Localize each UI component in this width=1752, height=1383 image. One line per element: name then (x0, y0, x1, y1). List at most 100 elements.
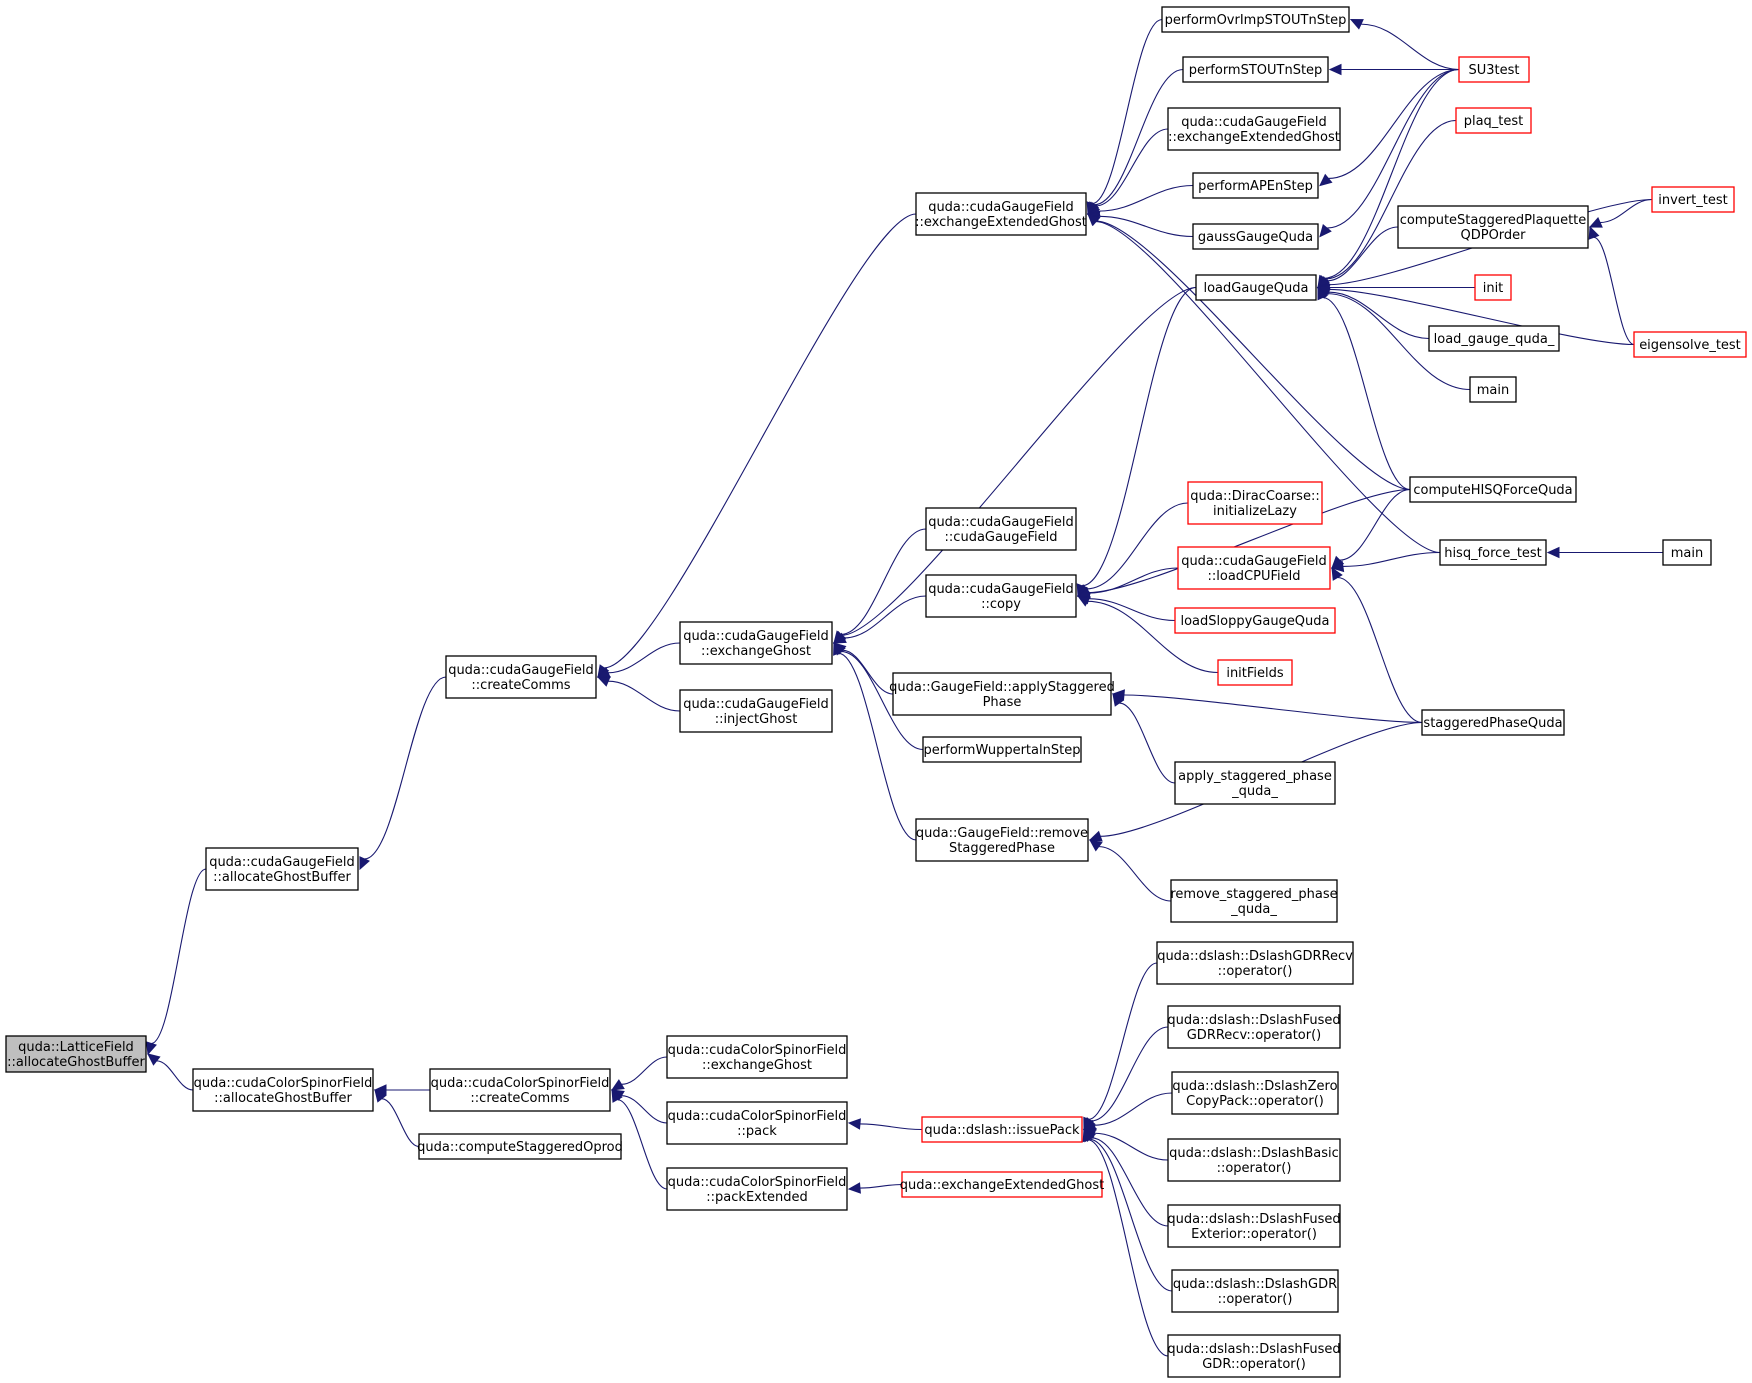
node-load_gauge_quda_[interactable]: load_gauge_quda_ (1428, 325, 1560, 352)
node-label-line: ::exchangeExtendedGhost (1168, 130, 1340, 145)
node-ccsf_createComms[interactable]: quda::cudaColorSpinorField::createComms (429, 1068, 611, 1112)
node-box (922, 736, 1082, 763)
node-performWuppertalnStep[interactable]: performWuppertalnStep (922, 736, 1082, 763)
node-cgf_loadCPUField[interactable]: quda::cudaGaugeField::loadCPUField (1177, 546, 1331, 590)
edge-computeHISQForceQuda-to-loadGaugeQuda (1317, 286, 1411, 491)
node-invert_test[interactable]: invert_test (1651, 186, 1735, 213)
node-main1[interactable]: main (1469, 376, 1517, 403)
node-cgf_exchangeGhost[interactable]: quda::cudaGaugeField::exchangeGhost (679, 621, 833, 665)
node-eigensolve_test[interactable]: eigensolve_test (1633, 331, 1747, 358)
node-box (1662, 539, 1712, 566)
node-label-line: main (1477, 383, 1509, 398)
arrowhead-icon (833, 641, 844, 656)
node-box (1156, 941, 1354, 985)
edge-line (1323, 68, 1460, 279)
node-label-line: performWuppertalnStep (924, 743, 1081, 758)
edge-line (859, 1123, 923, 1131)
arrowhead-icon (1112, 693, 1125, 707)
node-ccsf_exchangeGhost[interactable]: quda::cudaColorSpinorField::exchangeGhos… (666, 1035, 848, 1079)
node-label-line: quda::dslash::DslashFused (1167, 1342, 1340, 1357)
node-performOvrImpSTOUTnStep[interactable]: performOvrImpSTOUTnStep (1161, 6, 1350, 33)
node-label-line: ::copy (981, 597, 1021, 612)
edge-line (1593, 236, 1635, 346)
node-cgf_injectGhost[interactable]: quda::cudaGaugeField::injectGhost (679, 689, 833, 733)
node-gaussGaugeQuda[interactable]: gaussGaugeQuda (1192, 223, 1319, 250)
node-dslashFusedGDRRecv[interactable]: quda::dslash::DslashFusedGDRRecv::operat… (1167, 1005, 1341, 1049)
edge-line (608, 642, 681, 674)
node-label-line: ::allocateGhostBuffer (214, 1091, 352, 1106)
node-box (1397, 205, 1589, 249)
node-computeStaggeredOprod[interactable]: quda::computeStaggeredOprod (417, 1133, 623, 1160)
edge-line (1095, 128, 1169, 207)
node-cgf_copy[interactable]: quda::cudaGaugeField::copy (925, 574, 1077, 618)
node-cgf_alloc[interactable]: quda::cudaGaugeField::allocateGhostBuffe… (205, 847, 359, 891)
node-hisq_force_test[interactable]: hisq_force_test (1439, 539, 1547, 566)
node-box (1182, 56, 1329, 83)
node-cgf_exchangeExtendedGhost[interactable]: quda::cudaGaugeField::exchangeExtendedGh… (915, 192, 1087, 236)
edge-gf_removeStaggeredPhase-to-cgf_exchangeGhost (833, 641, 917, 841)
node-dslashFusedExterior[interactable]: quda::dslash::DslashFusedExterior::opera… (1167, 1204, 1341, 1248)
node-label-line: quda::GaugeField::applyStaggered (889, 680, 1115, 695)
node-cgf_exchangeExtendedGhost2[interactable]: quda::cudaGaugeField::exchangeExtendedGh… (1167, 107, 1341, 151)
node-dslashGDR[interactable]: quda::dslash::DslashGDR::operator() (1171, 1269, 1339, 1313)
node-label-line: ::injectGhost (715, 712, 798, 727)
node-box (1187, 481, 1323, 525)
arrowhead-icon (1319, 173, 1333, 187)
node-box (1170, 879, 1338, 923)
edge-cgf_createComms-to-cgf_alloc (359, 676, 447, 871)
node-loadSloppyGaugeQuda[interactable]: loadSloppyGaugeQuda (1174, 607, 1336, 634)
arrowhead-icon (1319, 223, 1332, 238)
node-cgf_cudaGaugeField[interactable]: quda::cudaGaugeField::cudaGaugeField (925, 507, 1077, 551)
arrowhead-icon (1546, 546, 1560, 559)
node-box (1409, 476, 1577, 503)
edge-line (1119, 702, 1176, 784)
node-label-line: quda::cudaColorSpinorField (431, 1076, 610, 1091)
arrowhead-icon (374, 1089, 387, 1103)
node-dslashZeroCopyPack[interactable]: quda::dslash::DslashZeroCopyPack::operat… (1171, 1071, 1339, 1115)
node-plaq_test[interactable]: plaq_test (1455, 107, 1532, 134)
node-staggeredPhaseQuda[interactable]: staggeredPhaseQuda (1421, 709, 1565, 736)
node-label-line: quda::cudaGaugeField (683, 629, 829, 644)
node-initFields[interactable]: initFields (1217, 659, 1293, 686)
edge-cgf_exchangeGhost-to-cgf_createComms (596, 642, 681, 678)
node-root[interactable]: quda::LatticeField::allocateGhostBuffer (5, 1035, 147, 1073)
node-label-line: quda::cudaGaugeField (928, 200, 1074, 215)
node-label-line: Exterior::operator() (1191, 1227, 1317, 1242)
node-ccsf_pack[interactable]: quda::cudaColorSpinorField::pack (666, 1101, 848, 1145)
node-label-line: ::cudaGaugeField (945, 530, 1058, 545)
node-SU3test[interactable]: SU3test (1458, 56, 1530, 83)
node-label-line: staggeredPhaseQuda (1423, 716, 1562, 731)
node-dslash_issuePack[interactable]: quda::dslash::issuePack (921, 1116, 1083, 1143)
node-label-line: GDRRecv::operator() (1187, 1028, 1322, 1043)
node-init[interactable]: init (1474, 274, 1512, 301)
node-exchangeExtendedGhost_free[interactable]: quda::exchangeExtendedGhost (900, 1171, 1104, 1198)
edge-line (1095, 221, 1441, 554)
node-performAPEnStep[interactable]: performAPEnStep (1192, 172, 1319, 199)
node-ccsf_packExtended[interactable]: quda::cudaColorSpinorField::packExtended (666, 1167, 848, 1211)
edge-line (604, 213, 917, 669)
node-computeHISQForceQuda[interactable]: computeHISQForceQuda (1409, 476, 1577, 503)
arrowhead-icon (359, 856, 370, 871)
node-apply_staggered_phase_quda_[interactable]: apply_staggered_phase_quda_ (1174, 761, 1336, 805)
node-dslashBasic[interactable]: quda::dslash::DslashBasic::operator() (1167, 1138, 1341, 1182)
node-label-line: hisq_force_test (1444, 546, 1542, 561)
node-ccsf_alloc[interactable]: quda::cudaColorSpinorField::allocateGhos… (192, 1068, 374, 1112)
edge-line (1325, 119, 1457, 280)
node-main2[interactable]: main (1662, 539, 1712, 566)
node-diracCoarse_initializeLazy[interactable]: quda::DiracCoarse::initializeLazy (1187, 481, 1323, 525)
node-label-line: ::loadCPUField (1208, 569, 1301, 584)
node-loadGaugeQuda[interactable]: loadGaugeQuda (1195, 274, 1317, 301)
node-box (1217, 659, 1293, 686)
node-box (1439, 539, 1547, 566)
node-box (1455, 107, 1532, 134)
node-box (1171, 1071, 1339, 1115)
node-remove_staggered_phase_quda_[interactable]: remove_staggered_phase_quda_ (1170, 879, 1338, 923)
edge-SU3test-to-loadGaugeQuda (1317, 68, 1460, 289)
node-cgf_createComms[interactable]: quda::cudaGaugeField::createComms (445, 655, 597, 699)
node-performSTOUTnStep[interactable]: performSTOUTnStep (1182, 56, 1329, 83)
node-dslashGDRRecv[interactable]: quda::dslash::DslashGDRRecv::operator() (1156, 941, 1354, 985)
